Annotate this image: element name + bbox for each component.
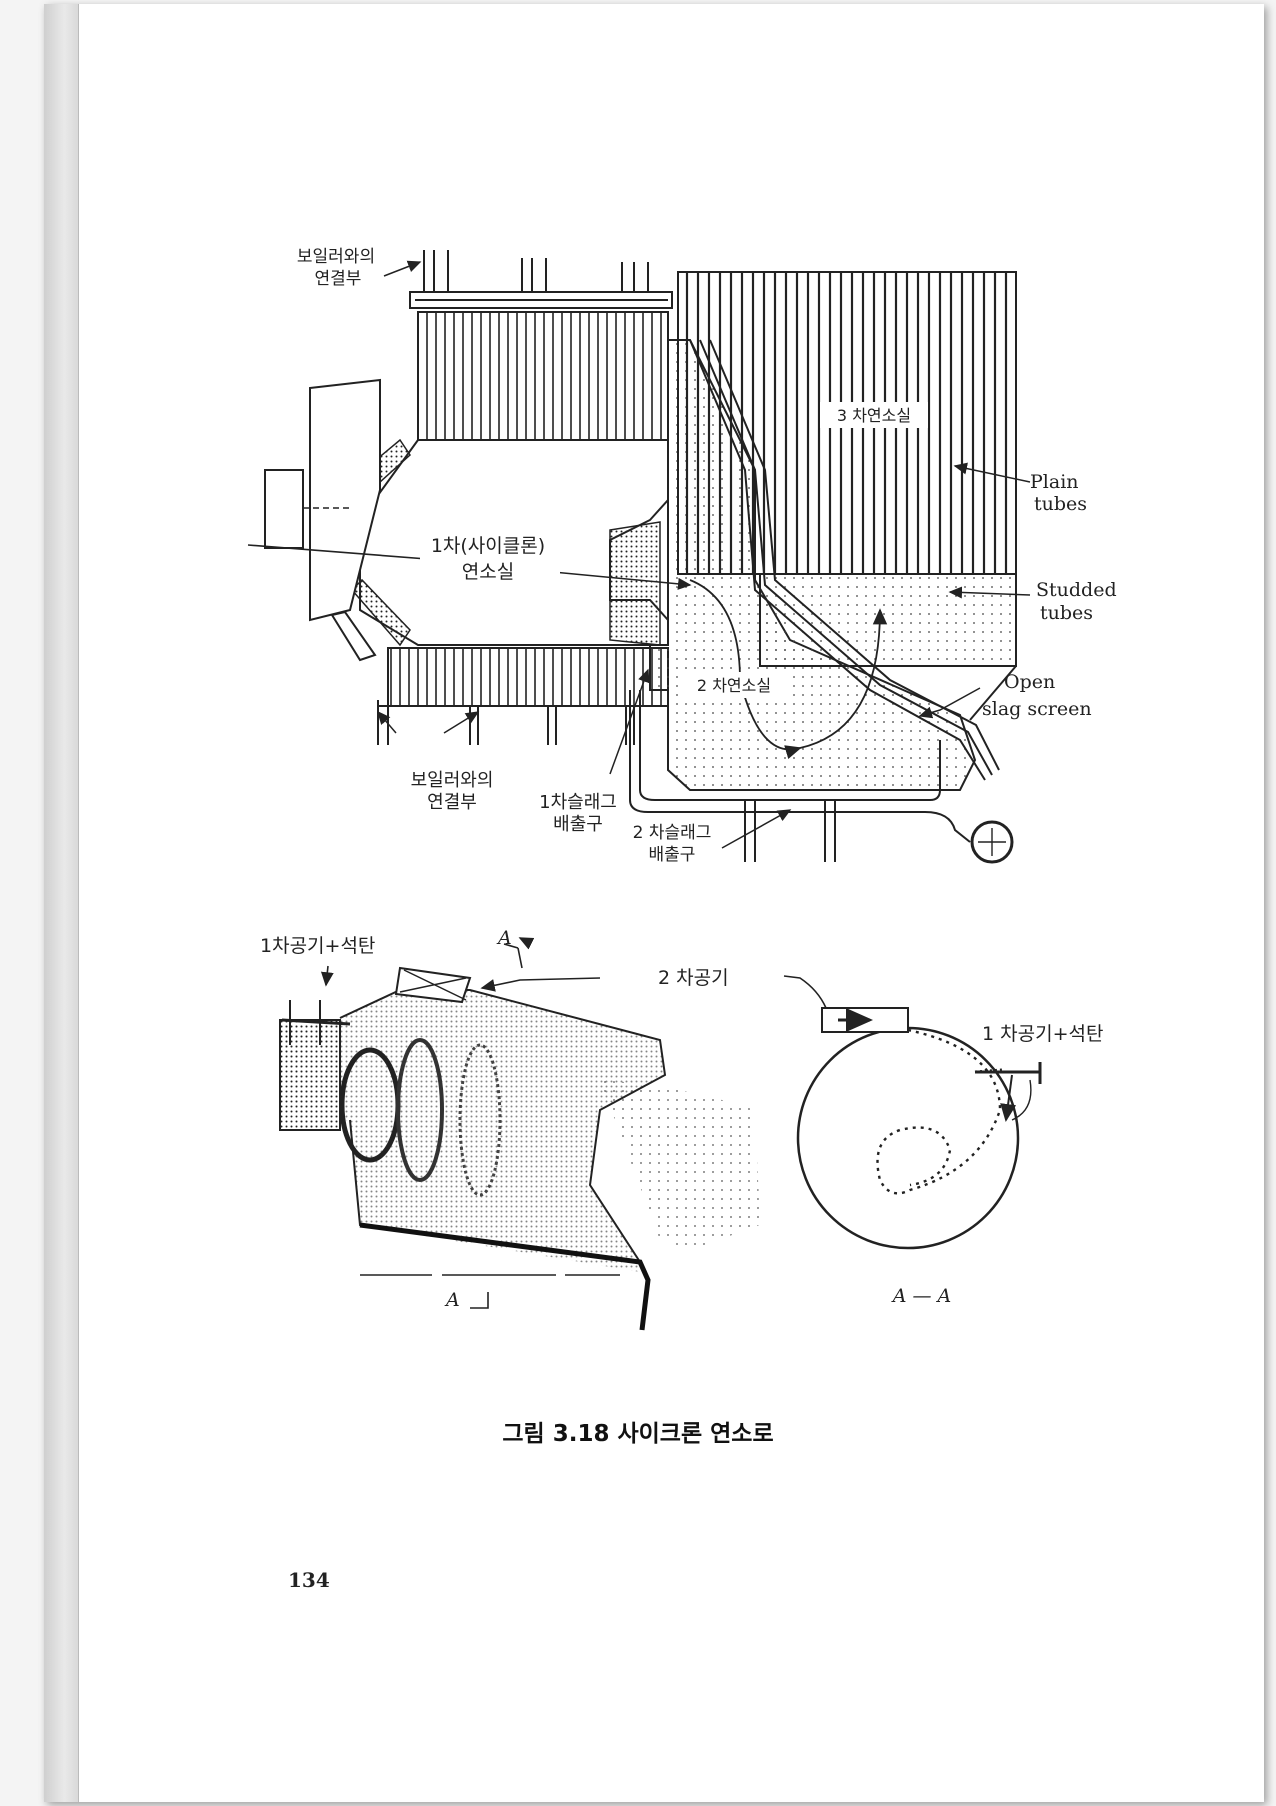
label-primary-air-coal-left: 1차공기+석탄	[260, 935, 375, 957]
figure-caption: 그림 3.18 사이크론 연소로	[502, 1421, 774, 1447]
slag-screen-tubes	[689, 339, 1000, 781]
label-secondary-slag-outlet-2: 배출구	[649, 845, 696, 865]
page	[44, 4, 1264, 1802]
label-primary-slag-outlet-2: 배출구	[553, 814, 603, 835]
label-studded-tubes-1: Studded	[1036, 579, 1117, 601]
label-open-2: slag screen	[982, 698, 1092, 720]
secondary-air-inlet	[394, 966, 472, 1004]
label-section-mark-bottom: A	[444, 1289, 460, 1311]
label-section-view: A — A	[891, 1285, 952, 1307]
label-boiler-connection-top-2: 연결부	[315, 269, 362, 289]
upper-tube-bank	[417, 311, 669, 441]
burner-housing	[247, 378, 441, 662]
label-secondary-air: 2 차공기	[658, 967, 729, 989]
label-boiler-connection-top-1: 보일러와의	[297, 247, 375, 267]
section-aa-view	[783, 975, 1042, 1250]
page-number: 134	[288, 1568, 330, 1592]
bottom-connection-legs	[377, 700, 668, 745]
label-boiler-connection-bottom-1: 보일러와의	[411, 770, 494, 791]
label-primary-air-coal-right: 1 차공기+석탄	[982, 1023, 1103, 1045]
book-spine	[44, 4, 79, 1802]
cyclone-side-view	[279, 989, 760, 1331]
label-open-1: Open	[1004, 671, 1055, 693]
label-primary-chamber-1: 1차(사이클론)	[431, 535, 545, 557]
top-connection-pipes	[409, 250, 673, 309]
label-secondary-slag-outlet-1: 2 차슬래그	[633, 823, 712, 843]
label-studded-tubes-2: tubes	[1040, 602, 1093, 624]
label-boiler-connection-bottom-2: 연결부	[427, 792, 477, 813]
label-primary-slag-outlet-1: 1차슬래그	[539, 792, 617, 813]
label-plain-tubes-2: tubes	[1034, 493, 1087, 515]
leader-lines-lower	[320, 937, 620, 1309]
label-plain-tubes-1: Plain	[1030, 471, 1079, 493]
studded-tube-bank	[759, 573, 1017, 667]
label-secondary-chamber: 2 차연소실	[697, 676, 771, 695]
lower-tube-bank	[387, 647, 669, 707]
label-primary-chamber-2: 연소실	[462, 561, 514, 583]
label-section-mark-top: A	[496, 927, 512, 949]
label-tertiary-chamber: 3 차연소실	[837, 406, 911, 425]
